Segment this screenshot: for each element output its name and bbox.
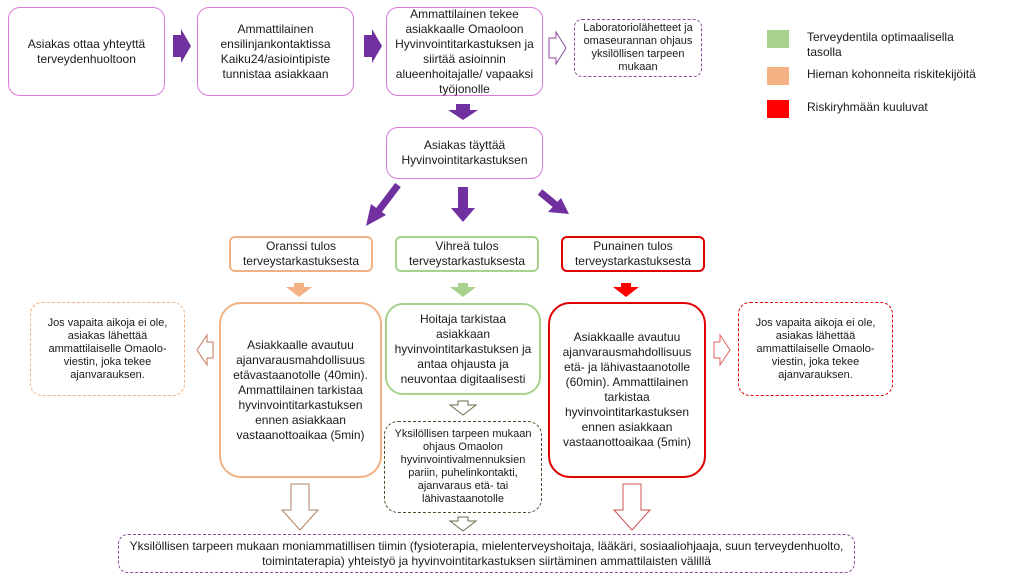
result-orange: Oranssi tulos terveystarkastuksesta (229, 236, 373, 272)
step-contact-text: Asiakas ottaa yhteyttä terveydenhuoltoon (27, 36, 146, 66)
note-right-text: Jos vapaita aikoja ei ole, asiakas lähet… (755, 316, 876, 381)
note-right: Jos vapaita aikoja ei ole, asiakas lähet… (738, 302, 893, 396)
step-identify: Ammattilainen ensilinjankontaktissa Kaik… (197, 7, 354, 96)
note-left: Jos vapaita aikoja ei ole, asiakas lähet… (30, 302, 185, 396)
arrow-down-big-red (612, 483, 652, 531)
legend-red-swatch (767, 100, 789, 118)
arrow-diag-left (366, 182, 401, 226)
arrow-down-center (451, 187, 475, 222)
fill-wellbeing-check-text: Asiakas täyttää Hyvinvointitarkastuksen (401, 138, 528, 167)
legend-green-swatch (767, 30, 789, 48)
fill-wellbeing-check: Asiakas täyttää Hyvinvointitarkastuksen (386, 127, 543, 179)
arrow-right-1 (173, 29, 191, 63)
arrow-down-green-outline-2 (448, 516, 478, 532)
legend-red-label: Riskiryhmään kuuluvat (807, 100, 928, 114)
arrow-diag-right (537, 189, 569, 214)
action-green: Hoitaja tarkistaa asiakkaan hyvinvointit… (385, 303, 541, 395)
action-red: Asiakkaalle avautuu ajanvarausmahdollisu… (548, 302, 706, 478)
action-red-text: Asiakkaalle avautuu ajanvarausmahdollisu… (562, 330, 692, 449)
step-omaolo-text: Ammattilainen tekee asiakkaalle Omaoloon… (395, 6, 534, 96)
note-left-text: Jos vapaita aikoja ei ole, asiakas lähet… (47, 316, 168, 381)
legend-orange-label: Hieman kohonneita riskitekijöitä (807, 67, 976, 81)
legend-green: Terveydentila optimaalisella tasolla (767, 30, 987, 60)
result-orange-text: Oranssi tulos terveystarkastuksesta (242, 239, 360, 268)
legend-orange: Hieman kohonneita riskitekijöitä (767, 67, 1007, 85)
arrow-down-orange (286, 283, 312, 297)
result-red: Punainen tulos terveystarkastuksesta (561, 236, 705, 272)
arrow-down-green-outline (448, 400, 478, 416)
arrow-left-orange (196, 333, 214, 367)
legend-green-label: Terveydentila optimaalisella tasolla (807, 30, 954, 59)
arrow-right-3-outline (548, 30, 567, 66)
step-contact: Asiakas ottaa yhteyttä terveydenhuoltoon (8, 7, 165, 96)
action-orange: Asiakkaalle avautuu ajanvarausmahdollisu… (219, 302, 382, 478)
arrow-down-green (450, 283, 476, 297)
step-omaolo: Ammattilainen tekee asiakkaalle Omaoloon… (386, 7, 543, 96)
green-followup-text: Yksilöllisen tarpeen mukaan ohjaus Omaol… (394, 428, 532, 505)
action-green-text: Hoitaja tarkistaa asiakkaan hyvinvointit… (394, 311, 532, 386)
step-identify-text: Ammattilainen ensilinjankontaktissa Kaik… (220, 21, 331, 81)
lab-referrals: Laboratoriolähetteet ja omaseurannan ohj… (574, 19, 702, 77)
result-green: Vihreä tulos terveystarkastuksesta (395, 236, 539, 272)
result-red-text: Punainen tulos terveystarkastuksesta (574, 239, 692, 268)
green-followup: Yksilöllisen tarpeen mukaan ohjaus Omaol… (384, 421, 542, 513)
legend-red: Riskiryhmään kuuluvat (767, 100, 987, 118)
arrow-down-big-orange (280, 483, 320, 531)
arrow-right-red (713, 333, 731, 367)
multiprofessional-team: Yksilöllisen tarpeen mukaan moniammatill… (118, 534, 855, 573)
arrow-down-main (448, 104, 478, 120)
lab-referrals-text: Laboratoriolähetteet ja omaseurannan ohj… (583, 22, 693, 73)
result-green-text: Vihreä tulos terveystarkastuksesta (408, 239, 526, 268)
multiprofessional-team-text: Yksilöllisen tarpeen mukaan moniammatill… (129, 538, 844, 568)
arrow-right-2 (364, 29, 382, 63)
legend-orange-swatch (767, 67, 789, 85)
arrow-down-red (613, 283, 639, 297)
action-orange-text: Asiakkaalle avautuu ajanvarausmahdollisu… (233, 337, 368, 442)
